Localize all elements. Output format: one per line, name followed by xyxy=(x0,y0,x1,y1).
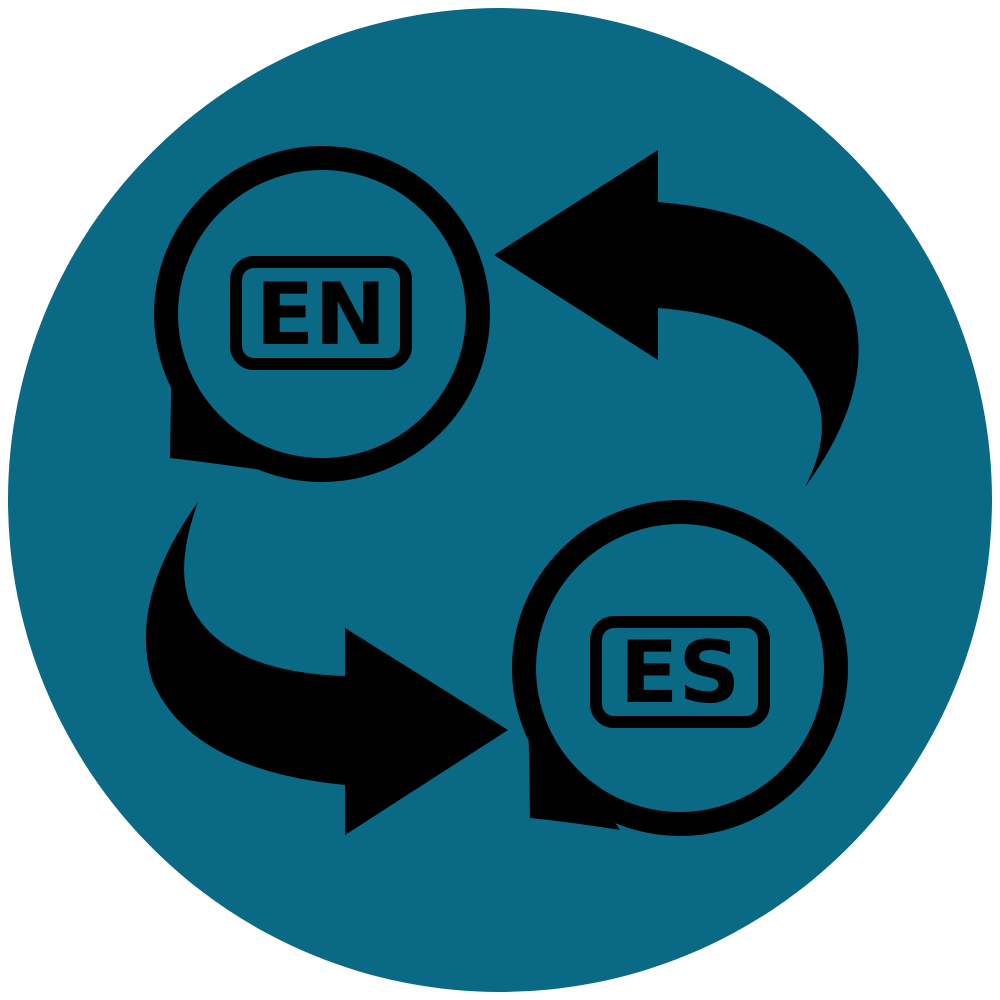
speech-bubble-es-icon: ES xyxy=(512,500,848,836)
background-circle xyxy=(8,8,992,992)
curved-arrow-left-icon xyxy=(494,150,859,487)
language-code-es: ES xyxy=(620,623,741,723)
language-label-frame xyxy=(590,616,770,728)
speech-bubble-en-icon: EN xyxy=(154,146,490,482)
language-code-en: EN xyxy=(256,265,387,365)
language-label-frame xyxy=(230,256,412,370)
curved-arrow-right-icon xyxy=(145,502,508,835)
